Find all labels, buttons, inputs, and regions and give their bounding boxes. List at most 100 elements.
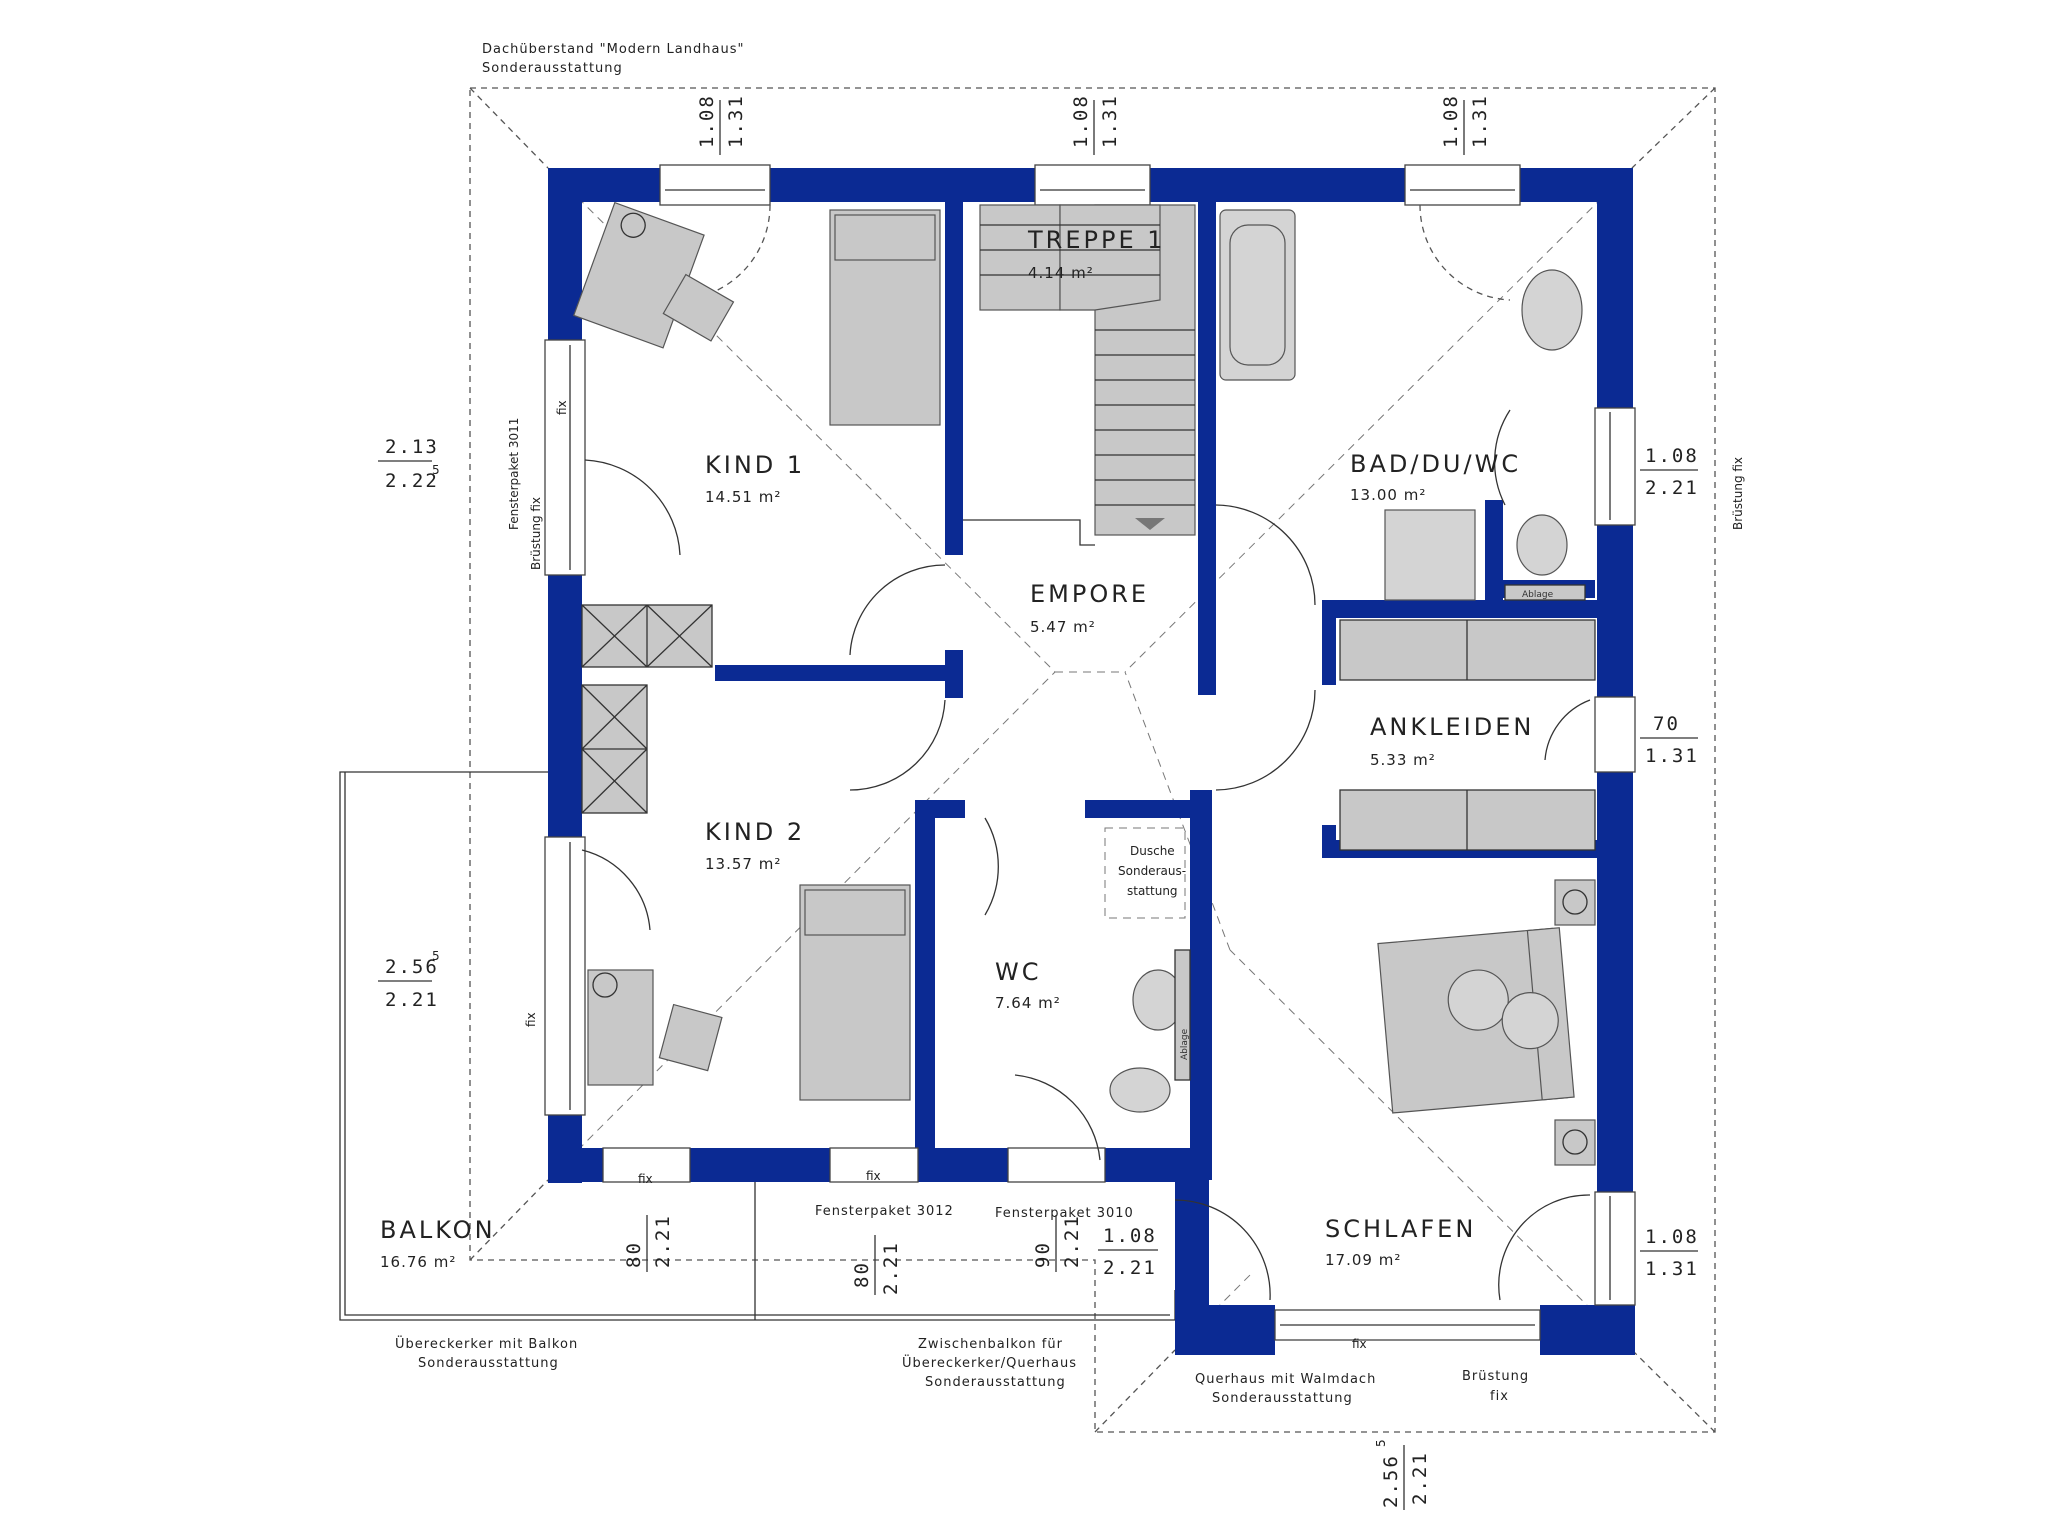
window-kind1-top <box>659 164 771 206</box>
kind2-area: 13.57 m² <box>705 855 781 873</box>
fix-kind1: fix <box>555 400 569 415</box>
dim-bot1-a: 80 <box>623 1241 645 1268</box>
dim-bot5-sup: 5 <box>1374 1439 1388 1447</box>
kind1-area: 14.51 m² <box>705 488 781 506</box>
window-kind2-left <box>544 836 586 1116</box>
treppe-area: 4.14 m² <box>1028 264 1094 282</box>
roof-overhang-outline <box>469 87 1716 1433</box>
schlafen-label: SCHLAFEN <box>1325 1215 1476 1243</box>
dim-right2-b: 1.31 <box>1645 745 1699 767</box>
fix-bottom: fix <box>1490 1389 1509 1404</box>
dusche-note-3: stattung <box>1127 884 1178 898</box>
fensterpaket-3010: Fensterpaket 3010 <box>995 1206 1134 1221</box>
empore-area: 5.47 m² <box>1030 618 1096 636</box>
desk-kind2 <box>587 969 654 1086</box>
kind1-wardrobe <box>581 604 713 668</box>
dim-right1-b: 2.21 <box>1645 477 1699 499</box>
chair-kind2 <box>658 1003 723 1072</box>
dim-top3-b: 1.31 <box>1469 94 1491 148</box>
bad-area: 13.00 m² <box>1350 486 1426 504</box>
bad-label: BAD/DU/WC <box>1350 450 1521 478</box>
chair-kind1 <box>662 273 735 342</box>
roof-note-2: Sonderausstattung <box>482 61 623 76</box>
nightstand-top <box>1554 879 1596 926</box>
window-kind2-bottom-2 <box>829 1147 919 1183</box>
toilet-wc <box>1109 1067 1171 1113</box>
dim-left2-b: 2.21 <box>385 989 439 1011</box>
wc-fixtures <box>1104 827 1191 1113</box>
fensterpaket-3012: Fensterpaket 3012 <box>815 1204 954 1219</box>
zwischen-note-1: Zwischenbalkon für <box>918 1337 1063 1352</box>
dim-bot5-a: 2.56 <box>1380 1454 1402 1508</box>
dim-bot3-b: 2.21 <box>1061 1214 1083 1268</box>
zwischen-note-3: Sonderausstattung <box>925 1375 1066 1390</box>
wc-label: WC <box>995 958 1042 986</box>
schlafen-furniture <box>1377 879 1596 1166</box>
dim-right3-b: 1.31 <box>1645 1258 1699 1280</box>
dim-top1-a: 1.08 <box>696 94 718 148</box>
treppe-label: TREPPE 1 <box>1027 226 1166 254</box>
bruestung-fix-left: Brüstung fix <box>529 497 543 570</box>
erker-note-2: Sonderausstattung <box>418 1356 559 1371</box>
dim-left2-a: 2.56 <box>385 956 439 978</box>
shower-tray <box>1384 509 1476 601</box>
fix-bottom-1: fix <box>638 1172 653 1186</box>
fix-bottom-2: fix <box>866 1169 881 1183</box>
ablage-wc: Ablage <box>1180 1028 1190 1060</box>
kind1-furniture <box>573 201 941 426</box>
dim-top1-b: 1.31 <box>725 94 747 148</box>
dim-top3-a: 1.08 <box>1440 94 1462 148</box>
window-treppe-top <box>1034 164 1151 206</box>
dim-top2-b: 1.31 <box>1099 94 1121 148</box>
window-kind1-left <box>544 339 586 576</box>
fensterpaket-3011: Fensterpaket 3011 <box>507 418 521 530</box>
dim-left1-sup: 5 <box>432 463 440 477</box>
ankleiden-label: ANKLEIDEN <box>1370 713 1534 741</box>
dimensions-right: 1.08 2.21 70 1.31 1.08 1.31 <box>1640 445 1699 1280</box>
erker-note-1: Übereckerker mit Balkon <box>395 1335 578 1352</box>
empore-label: EMPORE <box>1030 580 1149 608</box>
dusche-note-1: Dusche <box>1130 844 1175 858</box>
querhaus-note-1: Querhaus mit Walmdach <box>1195 1372 1376 1387</box>
dim-top2-a: 1.08 <box>1070 94 1092 148</box>
window-bad-right <box>1594 407 1636 526</box>
dim-bot1-b: 2.21 <box>652 1214 674 1268</box>
window-wc-bottom <box>1007 1147 1106 1183</box>
doors <box>581 204 1591 1301</box>
window-schlafen-right <box>1594 1191 1636 1306</box>
dim-bot4-b: 2.21 <box>1103 1257 1157 1279</box>
ablage-bad: Ablage <box>1522 590 1554 600</box>
kind1-label: KIND 1 <box>705 451 805 479</box>
dim-left1-a: 2.13 <box>385 436 439 458</box>
nightstand-bottom <box>1554 1119 1596 1166</box>
window-bad-top <box>1404 164 1521 206</box>
dim-right2-a: 70 <box>1653 713 1680 735</box>
dim-bot2-a: 80 <box>851 1261 873 1288</box>
kind2-label: KIND 2 <box>705 818 805 846</box>
querhaus-note-2: Sonderausstattung <box>1212 1391 1353 1406</box>
dim-bot2-b: 2.21 <box>880 1241 902 1295</box>
dim-bot4-a: 1.08 <box>1103 1225 1157 1247</box>
dim-right3-a: 1.08 <box>1645 1226 1699 1248</box>
dim-bot5-b: 2.21 <box>1409 1451 1431 1505</box>
roof-note-1: Dachüberstand "Modern Landhaus" <box>482 42 744 57</box>
dim-left1-b: 2.22 <box>385 470 439 492</box>
window-kind2-bottom <box>602 1147 691 1183</box>
dimensions-top: 1.08 1.31 1.08 1.31 1.08 1.31 <box>696 94 1491 155</box>
balkon-label: BALKON <box>380 1216 496 1244</box>
bruestung-fix-right: Brüstung fix <box>1731 457 1745 530</box>
dim-bot3-a: 90 <box>1032 1241 1054 1268</box>
wc-area: 7.64 m² <box>995 994 1061 1012</box>
fix-kind2: fix <box>524 1012 538 1027</box>
ankleiden-wardrobes <box>1339 619 1596 851</box>
fix-schlafen: fix <box>1352 1337 1367 1351</box>
window-ankleiden-right <box>1594 696 1636 773</box>
windows <box>544 164 1636 1341</box>
balkon-area: 16.76 m² <box>380 1253 456 1271</box>
kind2-furniture <box>587 884 911 1101</box>
zwischen-note-2: Übereckerker/Querhaus <box>902 1354 1077 1371</box>
dim-right1-a: 1.08 <box>1645 445 1699 467</box>
washbasin-bad <box>1521 269 1583 351</box>
kind2-wardrobe <box>581 684 648 814</box>
